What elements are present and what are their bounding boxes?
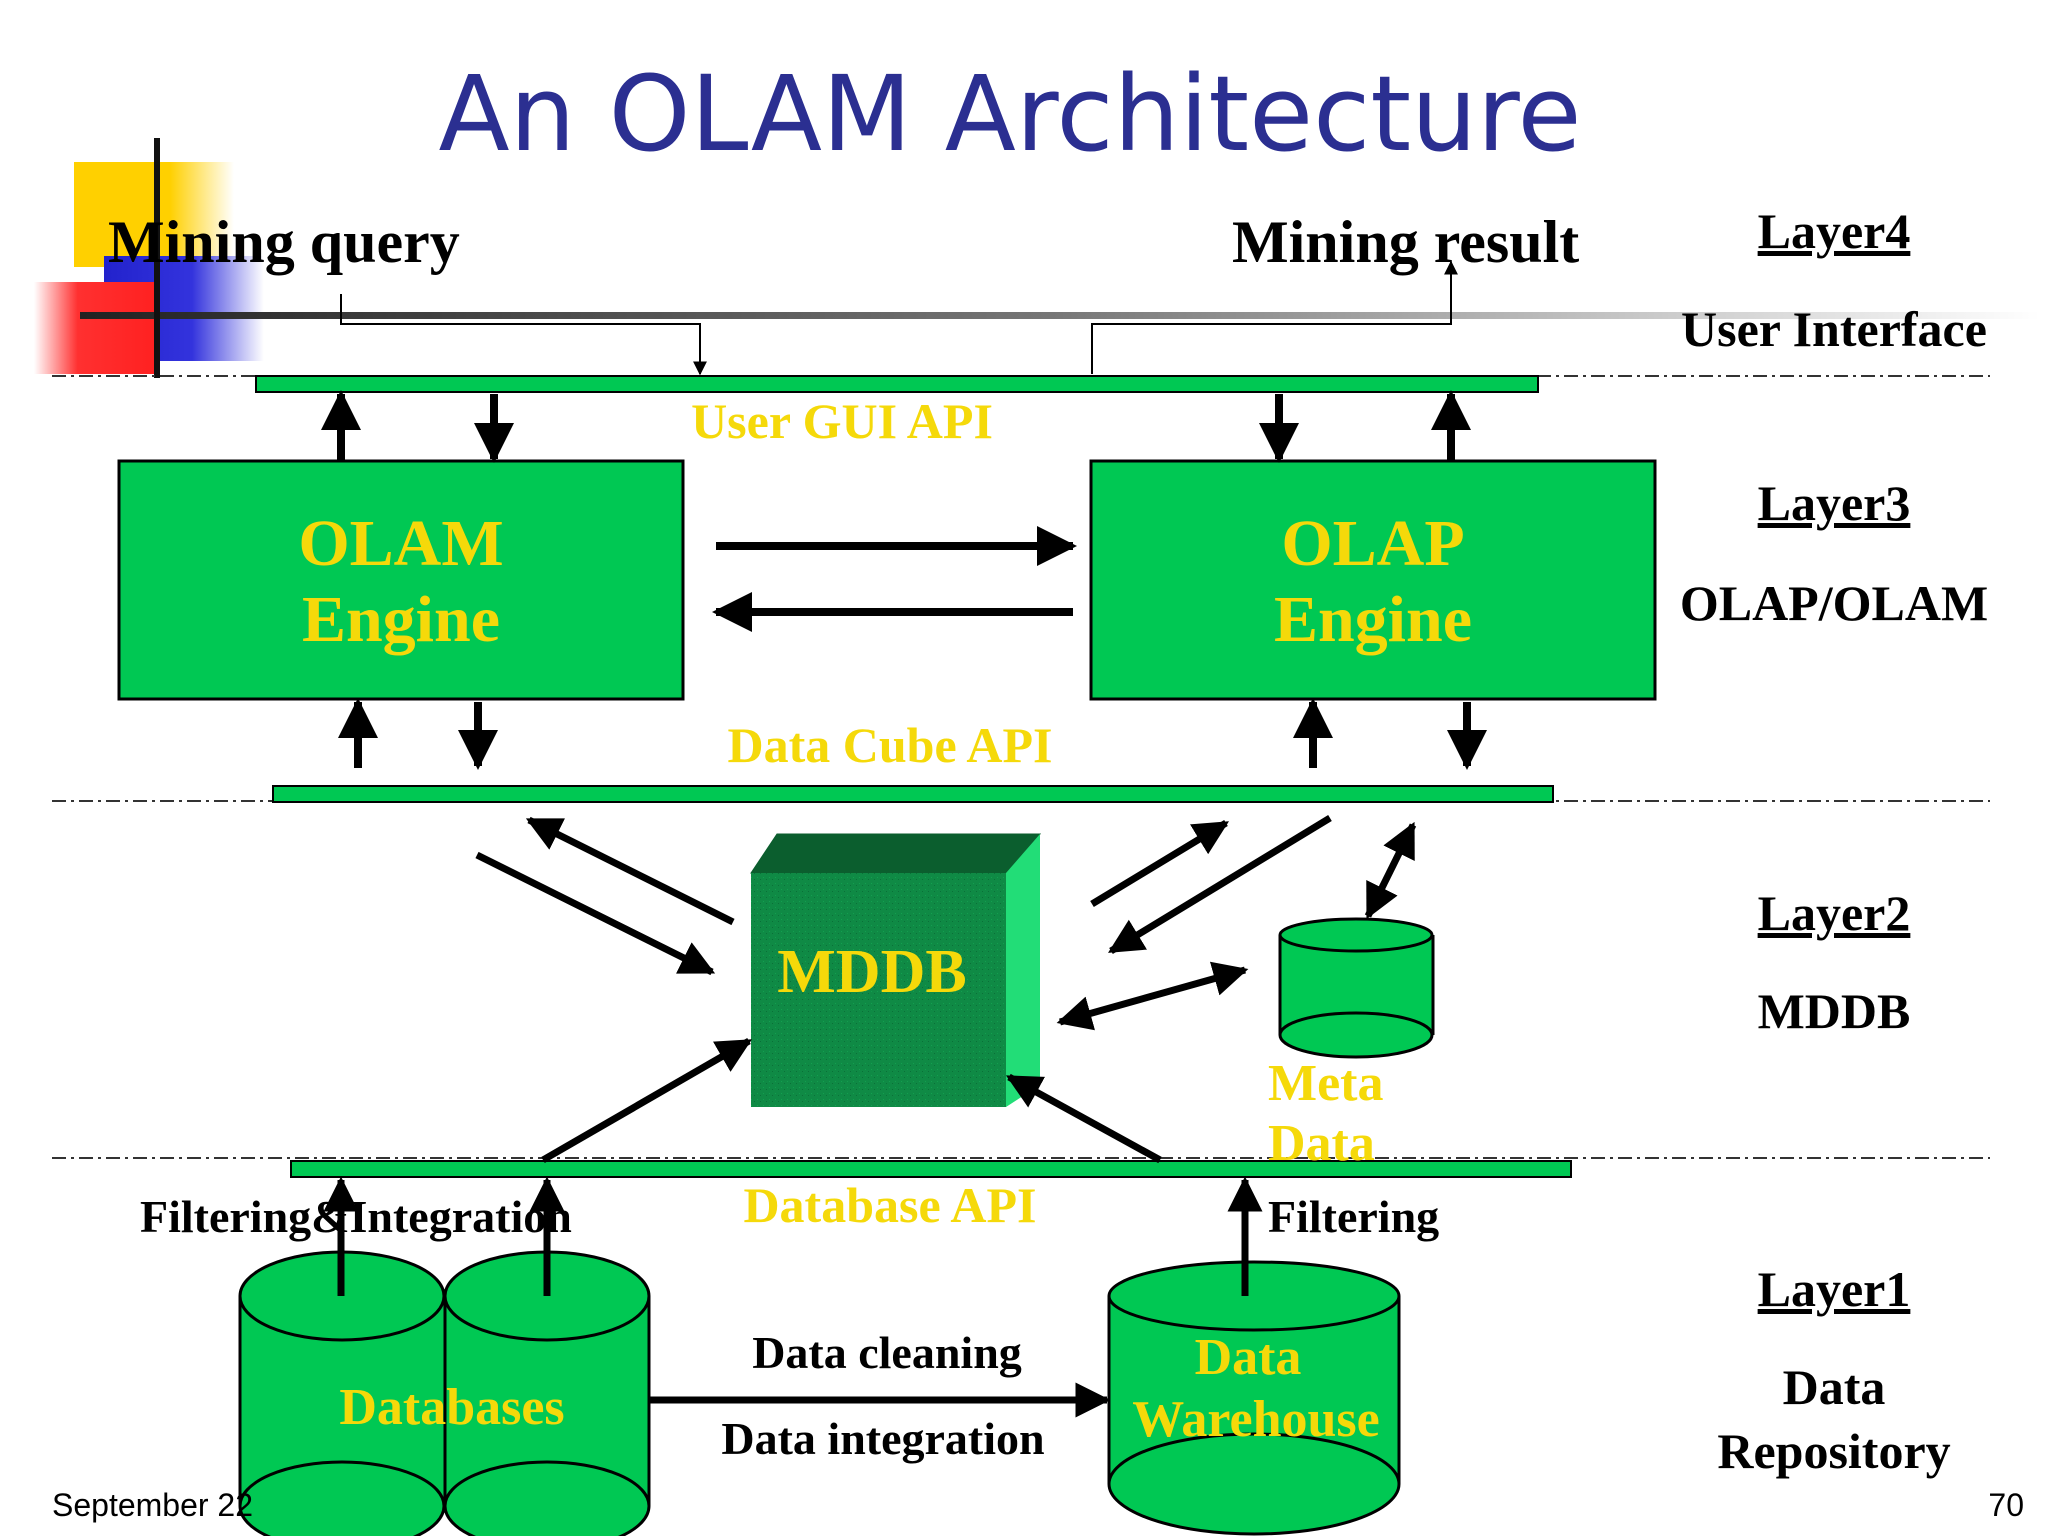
database-api-bar <box>290 1160 1572 1178</box>
olap-engine-box <box>1089 459 1657 701</box>
layer4-description: User Interface <box>1681 301 1987 357</box>
layer3-heading: Layer3 <box>1758 475 1911 531</box>
ui-connectors <box>340 260 1458 376</box>
mddb-arrows <box>475 815 1417 1164</box>
olam-engine-box <box>117 459 685 701</box>
databases-cylinders <box>238 1250 651 1536</box>
page-title: An OLAM Architecture <box>439 53 1582 175</box>
mining-result-label: Mining result <box>1232 209 1579 275</box>
data-cleaning-label: Data cleaning <box>752 1327 1022 1378</box>
user-gui-api-label: User GUI API <box>691 393 993 449</box>
layer1-description-1: Data <box>1783 1359 1886 1415</box>
meta-data-label-1: Meta <box>1268 1055 1383 1112</box>
filtering-label: Filtering <box>1268 1191 1439 1242</box>
database-api-label: Database API <box>743 1177 1036 1233</box>
olap-engine-label-2: Engine <box>1274 583 1472 656</box>
filtering-integration-label: Filtering&Integration <box>140 1191 572 1242</box>
databases-label: Databases <box>339 1379 564 1436</box>
page-number: 70 <box>1988 1487 2024 1523</box>
data-integration-label: Data integration <box>721 1413 1044 1464</box>
layer-legend: Layer4 User Interface Layer3 OLAP/OLAM L… <box>1680 203 1988 1479</box>
engine-cube-arrows <box>338 698 1487 770</box>
meta-data-cylinder <box>1278 917 1435 1059</box>
corner-decoration <box>34 138 2040 378</box>
layer-separators <box>52 375 1990 1159</box>
olam-engine-label-1: OLAM <box>298 507 503 580</box>
layer1-heading: Layer1 <box>1758 1261 1911 1317</box>
layer2-description: MDDB <box>1758 983 1911 1039</box>
data-warehouse-label-1: Data <box>1195 1329 1302 1386</box>
data-cube-api-bar <box>272 785 1554 803</box>
meta-data-label-2: Data <box>1268 1115 1375 1172</box>
layer4-heading: Layer4 <box>1758 203 1911 259</box>
user-gui-api-bar <box>255 375 1539 393</box>
footer-date: September 22 <box>52 1487 253 1523</box>
layer1-arrows <box>323 1176 1263 1418</box>
data-warehouse-label-2: Warehouse <box>1132 1391 1380 1448</box>
mining-query-label: Mining query <box>108 209 460 275</box>
engine-gui-arrows <box>321 390 1471 463</box>
layer1-description-2: Repository <box>1717 1423 1950 1479</box>
olam-engine-label-2: Engine <box>302 583 500 656</box>
olap-engine-label-1: OLAP <box>1281 507 1464 580</box>
data-cube-api-label: Data Cube API <box>727 717 1052 773</box>
layer2-heading: Layer2 <box>1758 885 1911 941</box>
layer3-description: OLAP/OLAM <box>1680 575 1988 631</box>
mddb-label: MDDB <box>777 938 966 1006</box>
data-warehouse-cylinder <box>1107 1260 1401 1536</box>
mddb-cube <box>750 833 1042 1107</box>
engine-to-engine-arrows <box>712 526 1077 632</box>
